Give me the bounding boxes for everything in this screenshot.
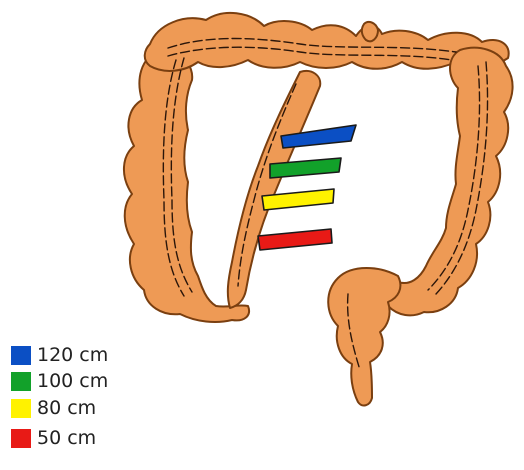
sigmoid-loop (228, 71, 320, 308)
legend-label-50cm: 50 cm (37, 427, 96, 449)
legend-item-100cm: 100 cm (11, 370, 211, 397)
marker-50cm (258, 229, 332, 250)
legend-item-80cm: 80 cm (11, 397, 211, 427)
legend-swatch-blue (11, 346, 31, 365)
legend-swatch-yellow (11, 399, 31, 418)
legend-item-50cm: 50 cm (11, 427, 211, 453)
legend: 120 cm 100 cm 80 cm 50 cm (11, 344, 211, 453)
legend-label-100cm: 100 cm (37, 370, 108, 392)
rectum (328, 268, 400, 405)
legend-label-120cm: 120 cm (37, 344, 108, 366)
descending-colon (384, 48, 512, 316)
legend-label-80cm: 80 cm (37, 397, 96, 419)
legend-item-120cm: 120 cm (11, 344, 211, 370)
appendage (362, 22, 378, 41)
legend-swatch-red (11, 429, 31, 448)
legend-swatch-green (11, 372, 31, 391)
